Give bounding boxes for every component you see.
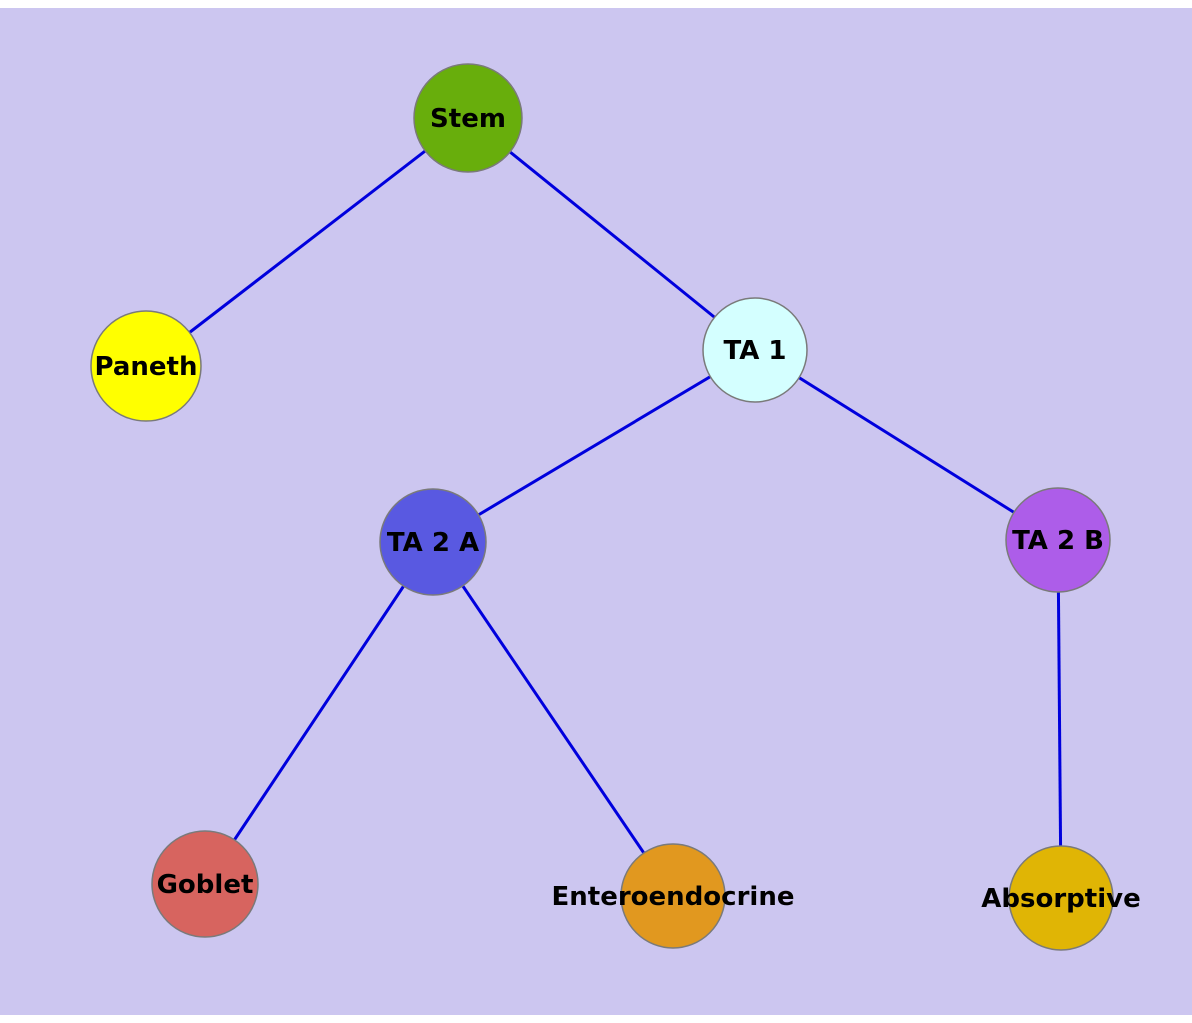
ta2b-label: TA 2 B: [1012, 526, 1104, 556]
absorptive-circle: [1008, 845, 1114, 951]
ta2b-circle: [1005, 487, 1111, 593]
ta1-label: TA 1: [724, 336, 787, 366]
edge-ta2a-enteroendocrine: [431, 541, 675, 897]
paneth-circle: [90, 310, 202, 422]
paneth-label: Paneth: [95, 352, 198, 382]
ta1-circle: [702, 297, 808, 403]
enteroendocrine-circle: [620, 843, 726, 949]
stem-label: Stem: [430, 104, 506, 134]
edge-stem-paneth: [145, 116, 469, 368]
node-stem: Stem: [413, 63, 523, 173]
edge-stem-ta1: [467, 116, 756, 352]
node-ta2a: TA 2 A: [379, 488, 487, 596]
enteroendocrine-label: Enteroendocrine: [552, 882, 795, 912]
edge-ta1-ta2b: [754, 348, 1059, 542]
stem-circle: [413, 63, 523, 173]
goblet-circle: [151, 830, 259, 938]
edge-ta2b-absorptive: [1056, 539, 1063, 899]
node-ta1: TA 1: [702, 297, 808, 403]
node-goblet: Goblet: [151, 830, 259, 938]
ta2a-label: TA 2 A: [387, 528, 479, 558]
node-enteroendocrine: Enteroendocrine: [552, 843, 795, 949]
node-ta2b: TA 2 B: [1005, 487, 1111, 593]
goblet-label: Goblet: [157, 870, 254, 900]
absorptive-label: Absorptive: [981, 884, 1140, 914]
ta2a-circle: [379, 488, 487, 596]
node-absorptive: Absorptive: [981, 845, 1141, 951]
node-paneth: Paneth: [90, 310, 202, 422]
edge-ta2a-goblet: [203, 541, 435, 885]
edge-ta1-ta2a: [432, 348, 756, 544]
